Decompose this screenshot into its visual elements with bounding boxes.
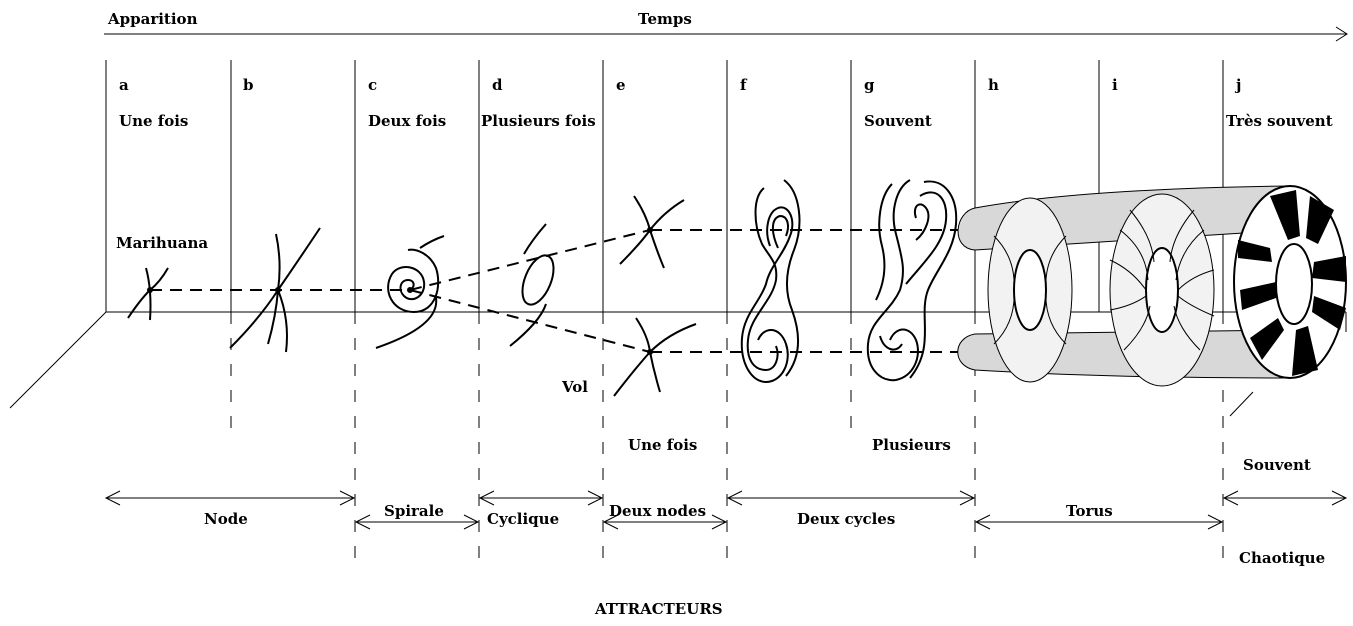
marihuana-label: Marihuana [116,234,208,252]
plusieurs-label: Plusieurs [872,436,951,454]
frequency-label: Plusieurs fois [481,112,596,130]
column-letter: e [616,76,626,94]
column-letter: i [1112,76,1118,94]
range-label-torus: Torus [1066,502,1113,520]
column-separators [105,60,1224,312]
column-letter: j [1234,76,1241,94]
frequency-label: Souvent [864,112,932,130]
frequency-label: Très souvent [1226,112,1333,130]
chaotic-pointer [1229,391,1254,417]
range-label-deux-cycles: Deux cycles [797,510,895,528]
spiral-attractor-c [375,235,445,349]
range-label-node: Node [204,510,248,528]
column-letter: c [368,76,377,94]
two-cycles-attractor-f [740,179,801,384]
range-label-cyclique: Cyclique [487,510,559,528]
chaotic-attractor-j [1233,185,1347,379]
frequency-label: Une fois [119,112,188,130]
column-dashes [230,312,1224,570]
range-label-deux-nodes: Deux nodes [609,502,706,520]
column-letter: f [740,76,748,94]
vol-label: Vol [561,378,588,396]
temps-label: Temps [638,10,692,28]
footer-title: ATTRACTEURS [594,600,723,618]
column-letter: g [864,76,875,94]
column-letters: a b c d e f g h i j [119,76,1241,94]
attractor-range-labels: Node Spirale Cyclique Deux nodes Deux cy… [204,502,1325,567]
node-attractor-b [229,227,321,353]
range-arrows [104,490,1348,530]
column-letter: h [988,76,999,94]
range-label-spirale: Spirale [384,502,444,520]
two-cycles-attractor-g [866,179,958,382]
column-letter: b [243,76,254,94]
range-label-chaotique: Chaotique [1239,549,1325,567]
column-letter: d [492,76,503,94]
frequency-label: Deux fois [368,112,446,130]
time-axis [104,26,1348,42]
column-letter: a [119,76,129,94]
apparition-label: Apparition [107,10,198,28]
frequency-labels: Une fois Deux fois Plusieurs fois Souven… [119,112,1333,130]
two-nodes-attractor-e [613,195,697,397]
cycle-attractor-d [509,223,555,347]
node-attractor-a [127,267,169,321]
torus-attractor [957,185,1291,387]
une-fois-lower-label: Une fois [628,436,697,454]
souvent-lower-label: Souvent [1243,456,1311,474]
